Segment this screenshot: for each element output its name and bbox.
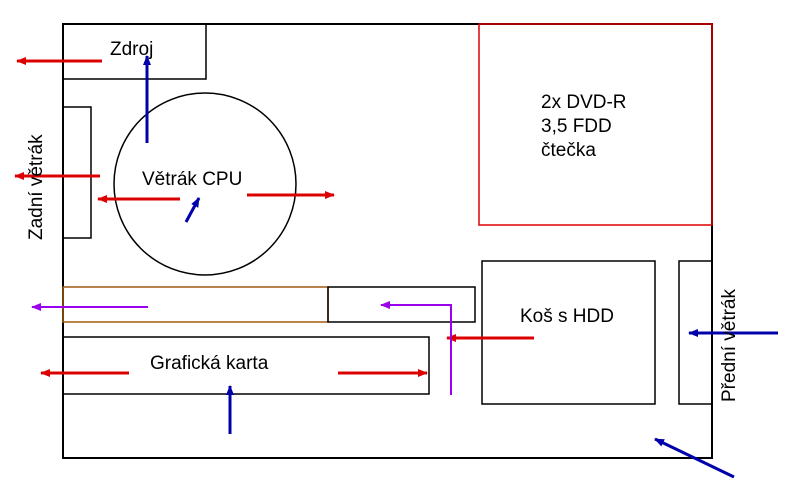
hdd-cage-box [481,260,656,405]
airflow-arrow-cpu-intake [184,197,201,223]
hdd-cage-label: Koš s HDD [520,306,614,327]
pci-slot [62,286,329,323]
rear-fan-label: Zadní větrák [26,134,47,240]
pci-card-box [327,286,476,323]
airflow-arrow-bottom-intake [654,437,735,479]
drive-bay-line-1: 2x DVD-R [541,92,627,113]
cpu-fan-circle [113,92,297,276]
psu-label: Zdroj [110,39,154,60]
front-fan-label: Přední větrák [719,289,740,402]
graphics-card-box [62,336,430,395]
drive-bay-line-2: 3,5 FDD [541,116,612,137]
drive-bay-box [478,23,713,226]
airflow-path-gpu-up [380,301,452,395]
graphics-card-label: Grafická karta [150,353,269,374]
drive-bay-label: 2x DVD-R 3,5 FDD čtečka [541,91,627,163]
rear-fan-box [62,106,92,239]
case-outline [62,23,713,459]
cpu-fan-label: Větrák CPU [142,169,243,190]
psu-box [62,23,207,80]
drive-bay-line-3: čtečka [541,140,596,161]
